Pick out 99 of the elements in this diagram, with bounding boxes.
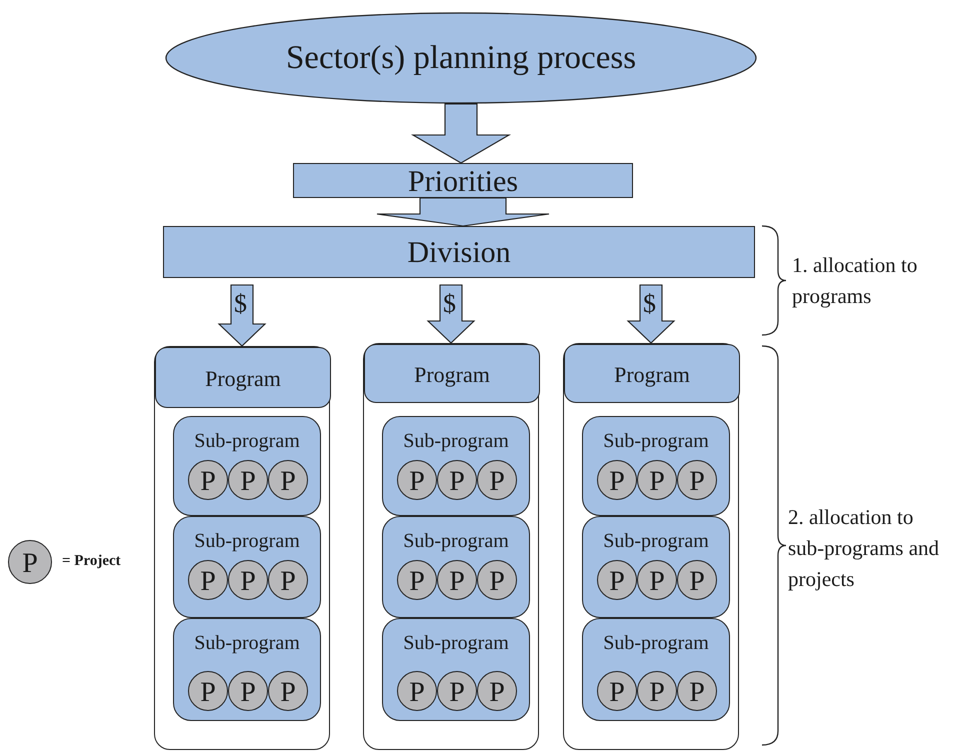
project-letter: P [239, 679, 257, 707]
project-circle [677, 671, 717, 711]
sub-program-box [173, 516, 321, 618]
process-title: Sector(s) planning process [284, 42, 638, 74]
project-letter: P [688, 468, 706, 496]
project-circle [268, 671, 308, 711]
program-column-outline [563, 343, 739, 750]
project-letter: P [448, 568, 466, 596]
box-title: Sub-program [402, 633, 510, 653]
project-letter: P [608, 679, 626, 707]
project-circle [8, 540, 52, 584]
box-title: Division [406, 238, 512, 268]
box-title: Sub-program [193, 431, 301, 451]
project-letter: P [488, 679, 506, 707]
project-circle [597, 671, 637, 711]
box-title: Sub-program [193, 531, 301, 551]
project-letter: P [279, 679, 297, 707]
legend-text: = Project [62, 553, 121, 570]
box-title: Program [613, 364, 691, 386]
project-letter: P [239, 468, 257, 496]
sub-program-box [173, 618, 321, 721]
program-column-outline [154, 346, 330, 750]
edge-label: $ [643, 291, 656, 317]
program-box [564, 344, 740, 403]
project-letter: P [199, 468, 217, 496]
project-letter: P [648, 568, 666, 596]
project-letter: P [488, 568, 506, 596]
sub-program-box [173, 416, 321, 516]
box-title: Sub-program [193, 633, 301, 653]
program-column-outline [363, 343, 539, 750]
project-letter: P [488, 468, 506, 496]
project-circle [677, 560, 717, 600]
sub-program-box [582, 516, 730, 618]
box-title: Sub-program [602, 531, 710, 551]
project-letter: P [448, 468, 466, 496]
project-letter: P [648, 679, 666, 707]
project-circle [228, 671, 268, 711]
project-circle [397, 560, 437, 600]
annotation-text: 1. allocation to programs [792, 252, 918, 310]
block-arrow [218, 284, 266, 347]
project-circle [637, 671, 677, 711]
sub-program-box [382, 416, 530, 516]
project-circle [637, 460, 677, 500]
project-letter: P [199, 679, 217, 707]
project-circle [268, 460, 308, 500]
project-circle [188, 560, 228, 600]
sub-program-box [382, 618, 530, 721]
project-circle [597, 460, 637, 500]
project-circle [397, 671, 437, 711]
project-letter: P [688, 679, 706, 707]
sub-program-box [582, 416, 730, 516]
project-letter: P [279, 468, 297, 496]
project-circle [397, 460, 437, 500]
block-arrow [410, 103, 512, 164]
annotation-text: 2. allocation to sub-programs and projects [788, 504, 940, 593]
sub-program-box [582, 618, 730, 721]
edge-label: $ [443, 291, 456, 317]
project-circle [477, 671, 517, 711]
process-box [293, 163, 633, 198]
project-circle [437, 671, 477, 711]
project-letter: P [21, 550, 39, 578]
project-letter: P [239, 568, 257, 596]
box-title: Program [413, 364, 491, 386]
project-circle [477, 460, 517, 500]
project-circle [437, 560, 477, 600]
project-letter: P [408, 468, 426, 496]
box-title: Sub-program [402, 531, 510, 551]
project-circle [437, 460, 477, 500]
box-title: Sub-program [402, 431, 510, 451]
sub-program-box [382, 516, 530, 618]
project-letter: P [448, 679, 466, 707]
box-title: Priorities [407, 166, 519, 196]
program-box [155, 347, 331, 408]
project-letter: P [608, 568, 626, 596]
project-circle [637, 560, 677, 600]
process-box [163, 226, 755, 278]
block-arrow [426, 284, 476, 344]
project-letter: P [408, 679, 426, 707]
block-arrow [626, 284, 676, 344]
project-circle [188, 671, 228, 711]
project-circle [188, 460, 228, 500]
box-title: Sub-program [602, 431, 710, 451]
project-letter: P [608, 468, 626, 496]
project-letter: P [199, 568, 217, 596]
project-circle [228, 560, 268, 600]
project-circle [268, 560, 308, 600]
project-letter: P [688, 568, 706, 596]
project-circle [477, 560, 517, 600]
project-letter: P [648, 468, 666, 496]
block-arrow [376, 197, 550, 227]
project-circle [597, 560, 637, 600]
project-letter: P [408, 568, 426, 596]
project-letter: P [279, 568, 297, 596]
box-title: Program [204, 368, 282, 390]
project-circle [677, 460, 717, 500]
edge-label: $ [234, 291, 247, 317]
project-circle [228, 460, 268, 500]
program-box [364, 344, 540, 403]
box-title: Sub-program [602, 633, 710, 653]
